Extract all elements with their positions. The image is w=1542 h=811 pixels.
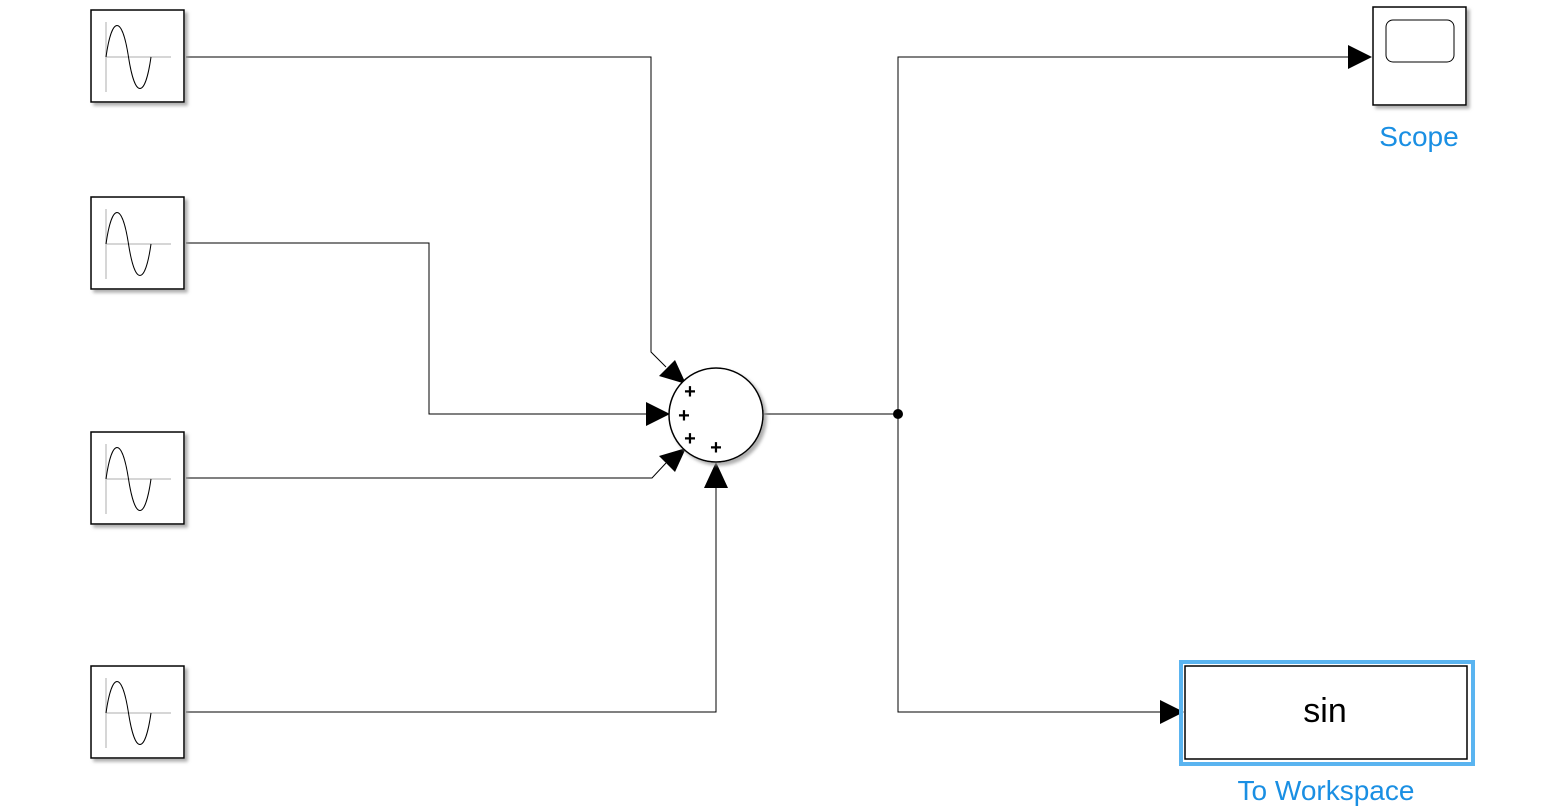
signal-line-sine2-to-sum[interactable] — [186, 242, 648, 415]
sum-sign-2: + — [678, 405, 690, 427]
to-workspace-block[interactable]: sin — [1179, 660, 1475, 766]
sine-wave-block-1[interactable] — [90, 9, 185, 103]
arrowhead-scope-in — [1348, 45, 1372, 69]
selection-highlight — [1179, 660, 1475, 766]
scope-screen-icon — [1385, 19, 1455, 63]
signal-line-sine4-to-sum[interactable] — [186, 486, 717, 713]
sine-wave-icon — [105, 444, 171, 514]
signal-line-to-workspace[interactable] — [897, 414, 1160, 713]
signal-line-to-scope[interactable] — [897, 56, 1348, 414]
sum-sign-1: + — [684, 381, 696, 403]
signal-lines — [186, 56, 1348, 713]
to-workspace-label[interactable]: To Workspace — [1238, 775, 1415, 806]
sum-sign-3: + — [684, 428, 696, 450]
workspace-variable-name: sin — [1303, 692, 1346, 730]
sine-wave-block-2[interactable] — [90, 196, 185, 290]
scope-block[interactable] — [1372, 6, 1467, 106]
arrowhead-sum-in1 — [659, 360, 686, 384]
sine-wave-icon — [105, 22, 171, 92]
arrowhead-sum-in4 — [704, 462, 728, 488]
sine-wave-icon — [105, 209, 171, 279]
signal-line-sine3-to-sum[interactable] — [186, 462, 667, 479]
scope-label[interactable]: Scope — [1379, 121, 1458, 152]
arrowhead-sum-in2 — [646, 402, 670, 426]
sine-wave-block-4[interactable] — [90, 665, 185, 759]
sum-block[interactable]: + + + + — [668, 367, 764, 463]
arrowhead-sum-in3 — [659, 448, 686, 472]
arrowheads — [646, 45, 1372, 724]
signal-line-sine1-to-sum[interactable] — [186, 56, 667, 368]
sine-wave-icon — [105, 678, 171, 748]
branch-point — [893, 409, 903, 419]
arrowhead-workspace-in — [1160, 700, 1184, 724]
sine-wave-block-3[interactable] — [90, 431, 185, 525]
sum-sign-4: + — [710, 437, 722, 459]
